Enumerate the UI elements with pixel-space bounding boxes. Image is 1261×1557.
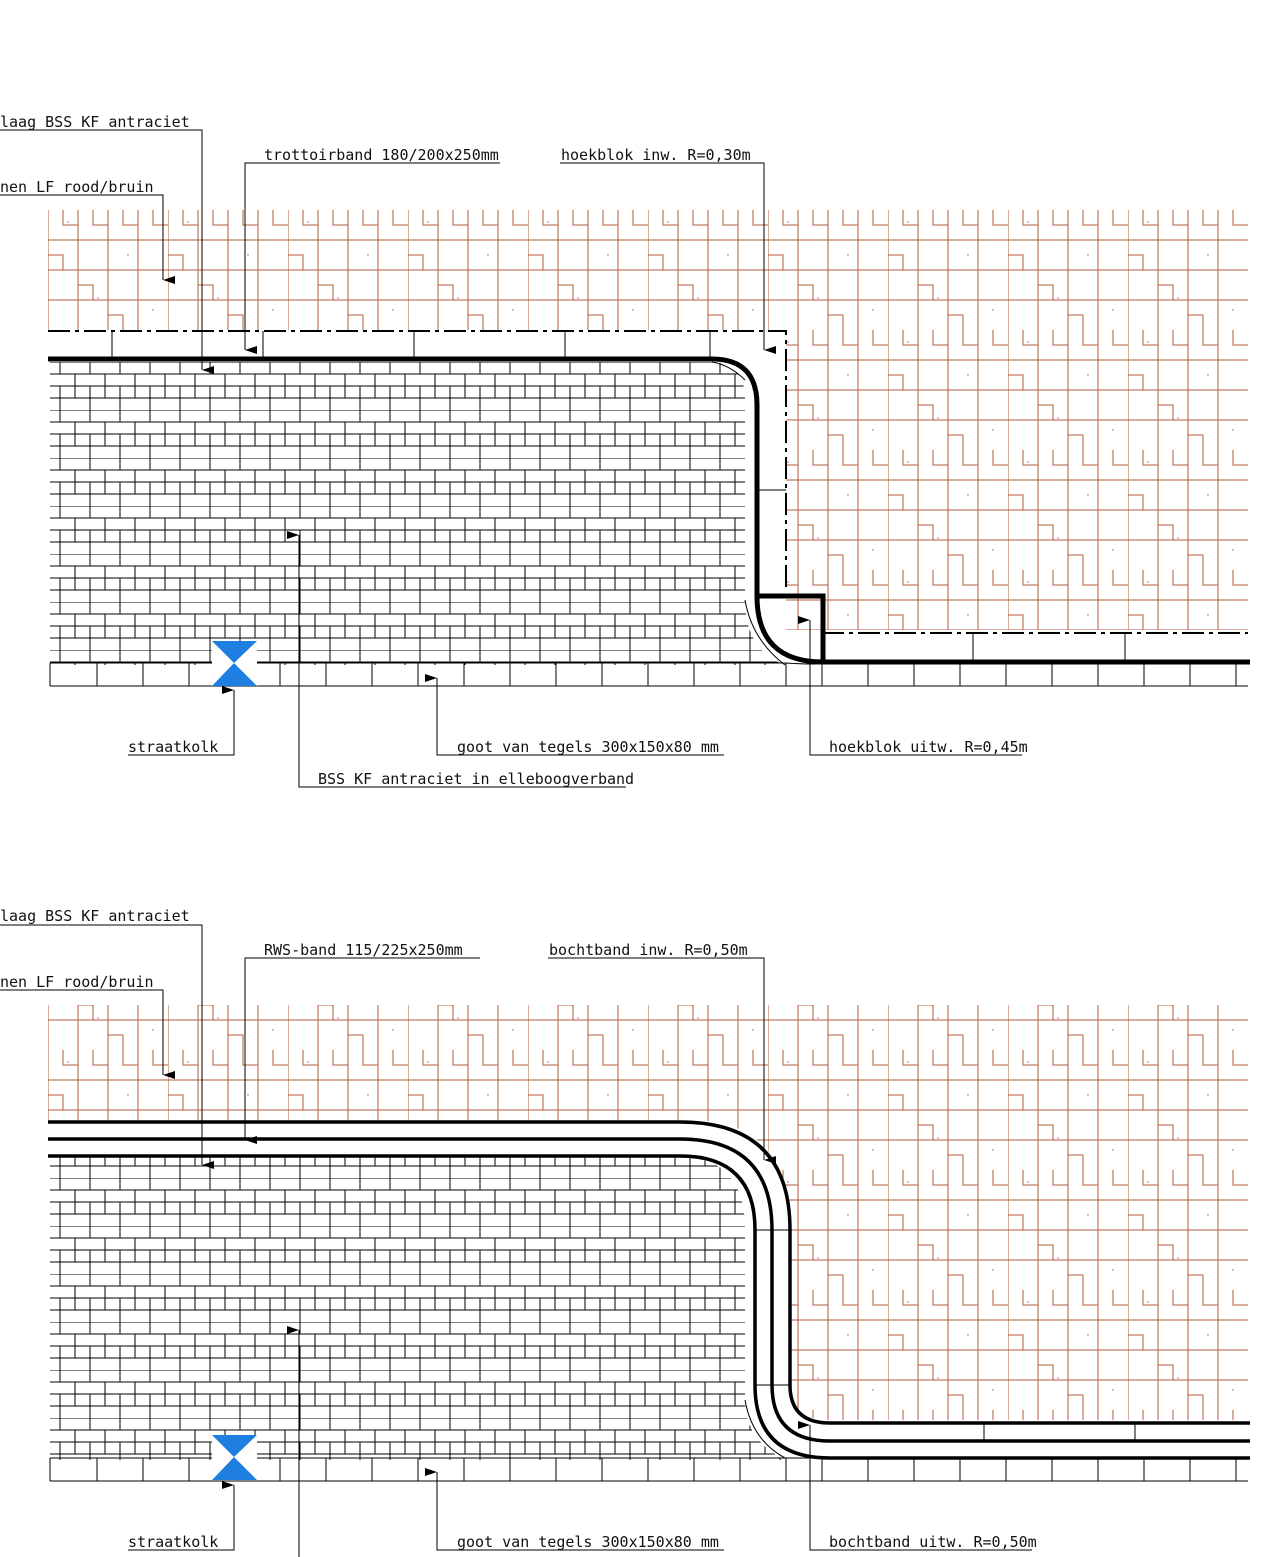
top-labels: laag BSS KF antraciet nen LF rood/bruin … xyxy=(0,113,1028,788)
top-bss-paving xyxy=(50,362,785,665)
top-label-bss-laag: laag BSS KF antraciet xyxy=(0,113,190,131)
bottom-straatkolk-symbol xyxy=(212,1435,257,1480)
top-lf-paving xyxy=(48,210,1248,630)
bottom-label-goot: goot van tegels 300x150x80 mm xyxy=(457,1533,719,1551)
bottom-detail: laag BSS KF antraciet nen LF rood/bruin … xyxy=(0,907,1250,1557)
bottom-label-kolk: straatkolk xyxy=(128,1533,218,1551)
top-straatkolk-symbol xyxy=(212,641,257,686)
bottom-lf-paving xyxy=(48,1005,1248,1420)
top-detail: laag BSS KF antraciet nen LF rood/bruin … xyxy=(0,113,1250,788)
top-label-bss: BSS KF antraciet in elleboogverband xyxy=(318,770,634,788)
top-label-goot: goot van tegels 300x150x80 mm xyxy=(457,738,719,756)
bottom-label-band: RWS-band 115/225x250mm xyxy=(264,941,463,959)
bottom-label-lf: nen LF rood/bruin xyxy=(0,973,154,991)
top-trottoirband xyxy=(48,330,1250,666)
bottom-rws-band xyxy=(48,1120,1250,1460)
top-label-lf: nen LF rood/bruin xyxy=(0,178,154,196)
bottom-leaders xyxy=(0,924,1032,1557)
bottom-bss-paving xyxy=(50,1157,785,1460)
bottom-labels: laag BSS KF antraciet nen LF rood/bruin … xyxy=(0,907,1037,1551)
top-label-kolk: straatkolk xyxy=(128,738,218,756)
bottom-label-corner-out: bochtband uitw. R=0,50m xyxy=(829,1533,1037,1551)
top-leaders xyxy=(0,129,1022,788)
top-label-band: trottoirband 180/200x250mm xyxy=(264,146,499,164)
top-label-corner-out: hoekblok uitw. R=0,45m xyxy=(829,738,1028,756)
top-label-corner-in: hoekblok inw. R=0,30m xyxy=(561,146,751,164)
bottom-label-bss-laag: laag BSS KF antraciet xyxy=(0,907,190,925)
bottom-label-corner-in: bochtband inw. R=0,50m xyxy=(549,941,748,959)
